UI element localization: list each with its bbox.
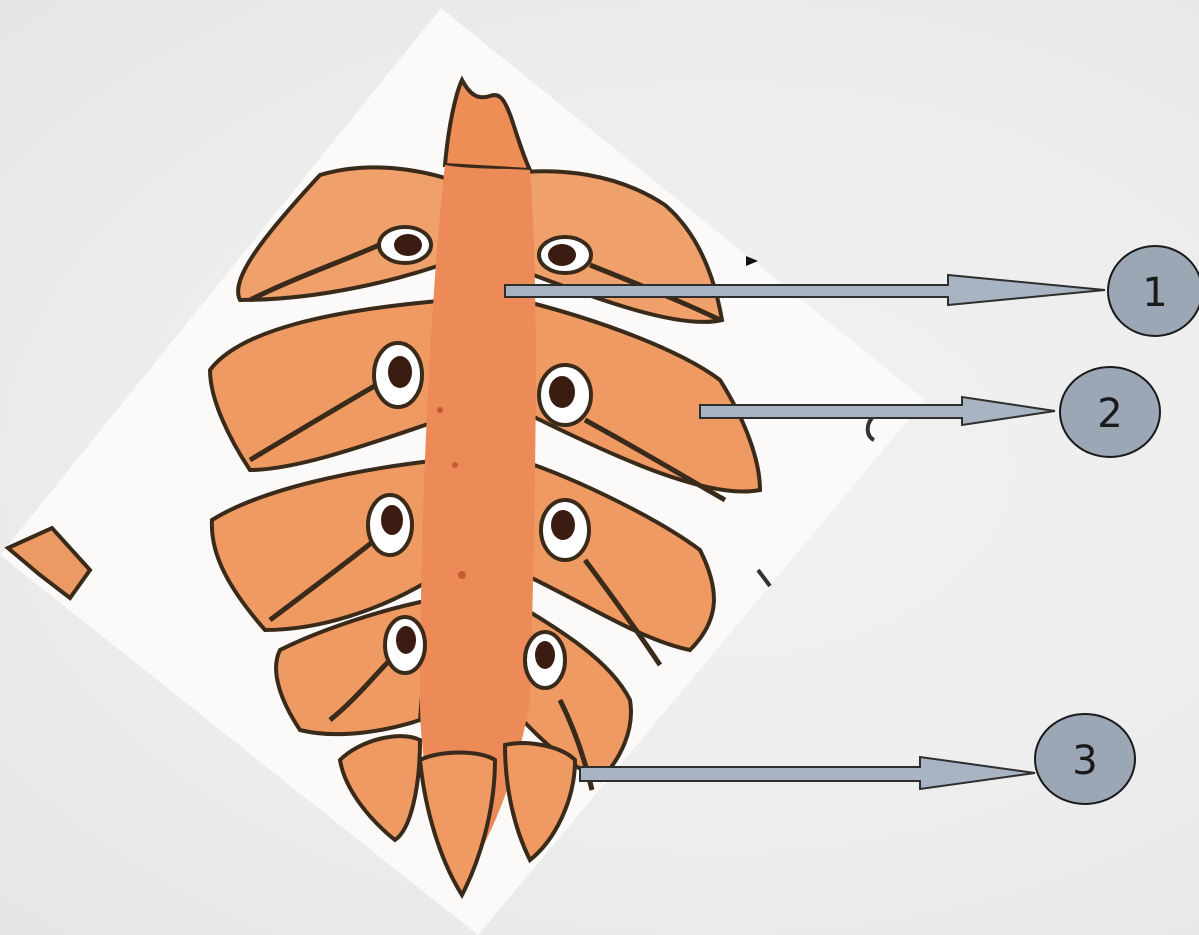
label-marker-2: 2 bbox=[1060, 367, 1160, 457]
callout-arrow-3 bbox=[580, 757, 1035, 789]
label-marker-1: 1 bbox=[1108, 246, 1199, 336]
label-marker-text: 2 bbox=[1097, 391, 1122, 437]
label-marker-3: 3 bbox=[1035, 714, 1135, 804]
label-marker-text: 3 bbox=[1072, 738, 1097, 784]
label-marker-text: 1 bbox=[1142, 270, 1167, 316]
